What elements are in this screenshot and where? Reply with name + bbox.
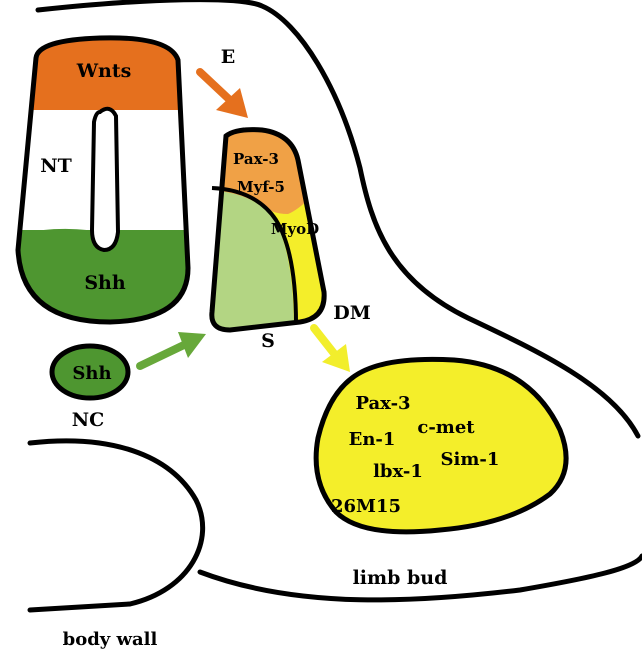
label-shh-floor: Shh [84,272,126,294]
label-s: S [261,330,275,352]
label-myod: MyoD [271,220,319,238]
shh-arrow [140,332,206,366]
label-wnts: Wnts [76,60,132,82]
body-wall-outline [30,441,203,610]
limb-gene-1: c-met [417,417,475,438]
label-limb-bud: limb bud [353,567,448,589]
label-nc: NC [72,409,105,431]
limb-gene-4: lbx-1 [373,461,423,482]
limb-gene-3: Sim-1 [441,449,500,470]
label-dm: DM [333,302,371,324]
label-shh-notochord: Shh [72,363,111,384]
label-myf5: Myf-5 [237,178,285,196]
wnt-arrow [200,72,248,118]
label-e: E [221,46,235,68]
neural-tube-lumen [92,109,118,250]
limb-gene-2: En-1 [349,429,396,450]
label-pax3-somite: Pax-3 [233,150,279,168]
dm-arrow [314,328,350,372]
limb-gene-5: 26M15 [331,496,401,517]
limb-gene-0: Pax-3 [355,393,410,414]
label-body-wall: body wall [63,629,158,650]
label-nt: NT [40,155,72,177]
